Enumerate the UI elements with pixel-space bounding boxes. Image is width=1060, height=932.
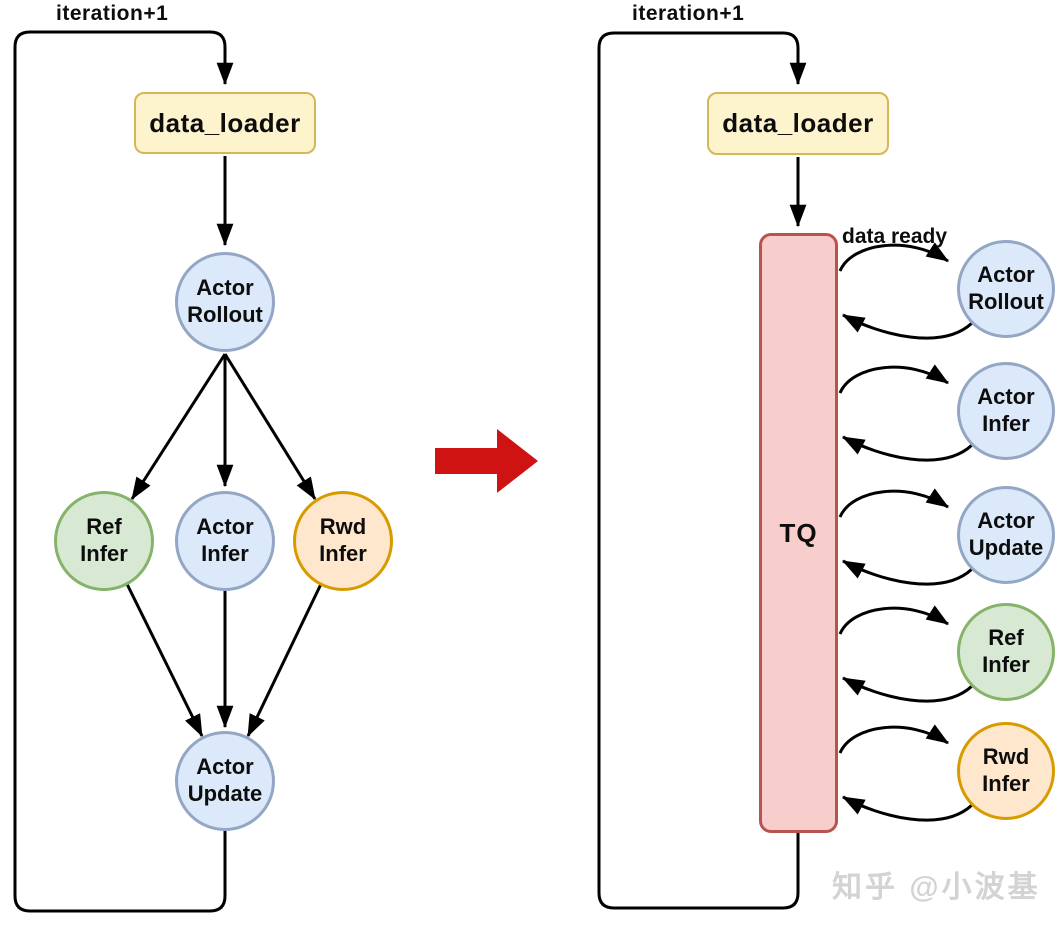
left-actor-infer-node: Actor Infer: [175, 491, 275, 591]
arc-tq-to-actor-update: [838, 488, 949, 518]
right-rwd-infer-node: Rwd Infer: [957, 722, 1055, 820]
left-rwd-infer-node: Rwd Infer: [293, 491, 393, 591]
right-ref-infer-label: Ref Infer: [982, 625, 1030, 677]
right-task-queue-label: TQ: [779, 517, 818, 548]
right-actor-rollout-label: Actor Rollout: [968, 262, 1044, 314]
transform-right-arrow-icon: [435, 429, 538, 493]
left-rwd-to-update-edge: [246, 583, 323, 738]
arc-actor-update-to-tq: [842, 559, 974, 586]
arc-rwd-infer-to-tq: [842, 795, 974, 822]
arc-tq-to-ref-infer: [838, 605, 949, 635]
left-actor-rollout-node: Actor Rollout: [175, 252, 275, 352]
left-ref-infer-label: Ref Infer: [80, 514, 128, 566]
left-actor-update-node: Actor Update: [175, 731, 275, 831]
right-actor-infer-node: Actor Infer: [957, 362, 1055, 460]
arc-tq-to-actor-rollout: [838, 242, 949, 272]
right-task-queue-node: TQ: [759, 233, 838, 833]
right-actor-rollout-node: Actor Rollout: [957, 240, 1055, 338]
right-data-loader-node: data_loader: [707, 92, 889, 155]
right-loop-edge: [597, 31, 807, 910]
right-loop-label: iteration+1: [632, 2, 745, 25]
arc-actor-infer-to-tq: [842, 435, 974, 462]
left-actor-update-label: Actor Update: [187, 754, 263, 806]
right-actor-update-node: Actor Update: [957, 486, 1055, 584]
right-actor-update-label: Actor Update: [968, 508, 1044, 560]
left-rollout-to-rwd-edge: [223, 353, 317, 500]
left-ref-to-update-edge: [125, 583, 204, 738]
left-actor-infer-label: Actor Infer: [196, 514, 254, 566]
left-actor-rollout-label: Actor Rollout: [187, 275, 263, 327]
left-ref-infer-node: Ref Infer: [54, 491, 154, 591]
arc-ref-infer-to-tq: [842, 676, 974, 703]
watermark-text: 知乎 @小波基: [832, 871, 1041, 904]
right-ref-infer-node: Ref Infer: [957, 603, 1055, 701]
left-rwd-infer-label: Rwd Infer: [319, 514, 367, 566]
arc-tq-to-rwd-infer: [838, 724, 949, 754]
data-ready-label: data ready: [842, 225, 948, 248]
right-data-loader-label: data_loader: [722, 108, 874, 138]
left-loop-edge: [13, 30, 234, 913]
right-rwd-infer-label: Rwd Infer: [982, 744, 1030, 796]
arc-tq-to-actor-infer: [838, 364, 949, 394]
left-rollout-to-ref-edge: [130, 353, 227, 500]
left-data-loader-node: data_loader: [134, 92, 316, 154]
left-loop-label: iteration+1: [56, 2, 169, 25]
left-data-loader-label: data_loader: [149, 107, 301, 138]
right-actor-infer-label: Actor Infer: [977, 384, 1035, 436]
edge-group: [13, 30, 974, 913]
arc-actor-rollout-to-tq: [842, 313, 974, 340]
